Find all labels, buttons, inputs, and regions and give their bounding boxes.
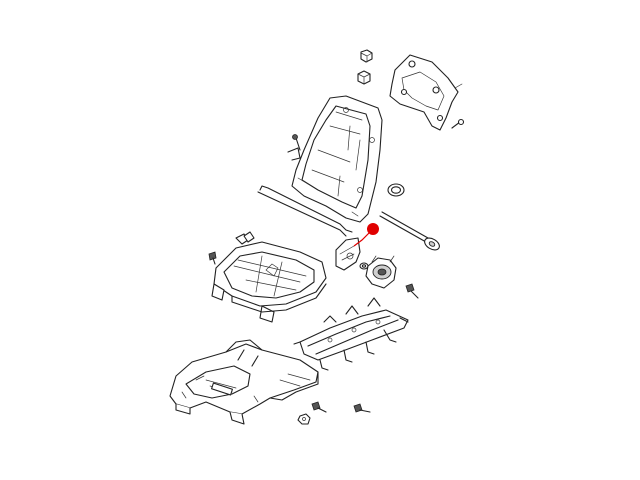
washer-small: [359, 262, 369, 270]
pivot-shaft: [379, 211, 440, 251]
seat-track-base: [169, 339, 319, 425]
bolt-bottom-left: [311, 401, 327, 413]
wire-rod: [257, 185, 353, 237]
seatback-frame: [291, 95, 383, 223]
recliner-bracket: [389, 54, 463, 131]
highlight-dot: [367, 223, 379, 235]
bolt-bottom-right: [353, 403, 371, 413]
lumbar-wire-assembly: [293, 297, 409, 371]
recliner-mechanism: [365, 255, 397, 289]
screw-left-cushion: [208, 251, 217, 265]
callout-marker: [353, 223, 379, 247]
clip-pair: [235, 231, 255, 245]
hex-nut-top: [360, 49, 373, 63]
small-bolt-right: [451, 118, 465, 129]
bolt-right-mid: [405, 283, 419, 299]
nut-bottom: [297, 413, 311, 425]
hex-nut-middle: [357, 70, 371, 85]
recliner-plate: [335, 237, 361, 271]
clip-left-back: [287, 147, 301, 161]
screw-left-back: [292, 134, 301, 151]
seat-cushion-frame: [211, 241, 327, 323]
ring-grommet: [387, 183, 405, 197]
